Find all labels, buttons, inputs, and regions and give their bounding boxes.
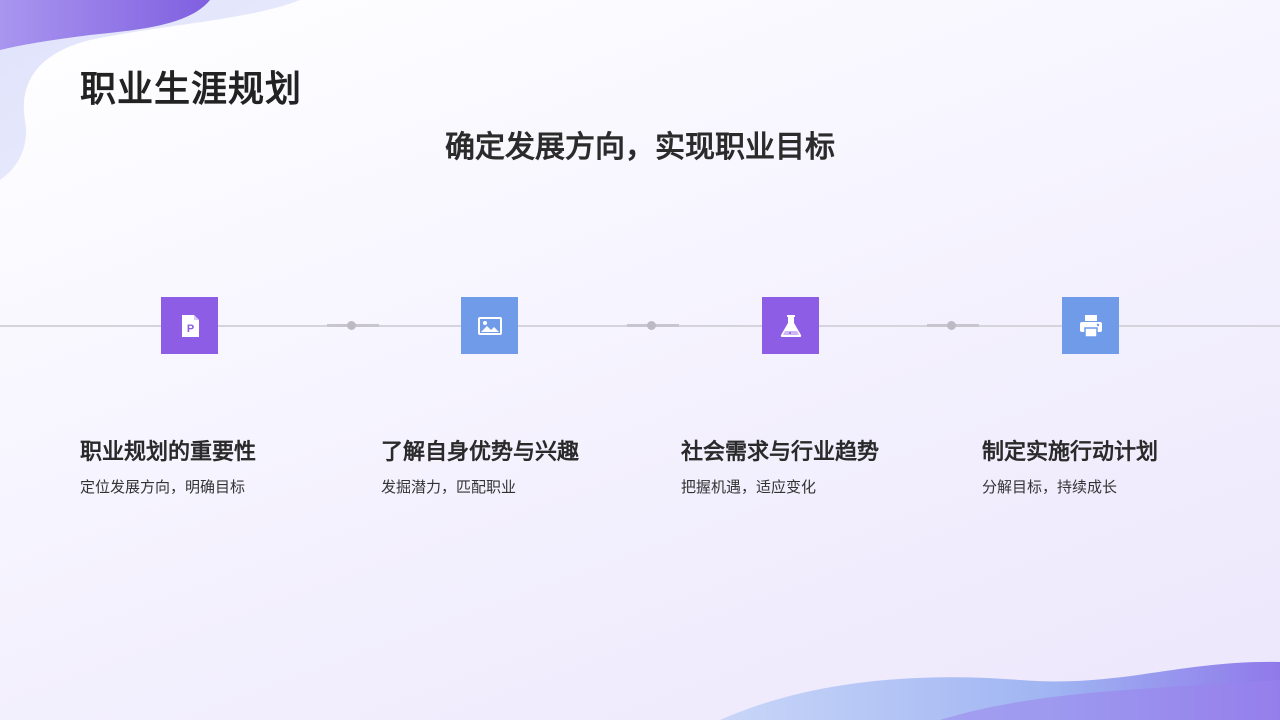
step-2-title: 了解自身优势与兴趣 xyxy=(381,440,580,465)
timeline-connector xyxy=(627,321,679,330)
step-1-icon-box: P xyxy=(161,297,218,354)
printer-icon xyxy=(1079,314,1102,338)
step-3-description: 把握机遇，适应变化 xyxy=(681,478,817,496)
step-1-description: 定位发展方向，明确目标 xyxy=(80,478,246,496)
step-2-description: 发掘潜力，匹配职业 xyxy=(381,478,517,496)
step-4-description: 分解目标，持续成长 xyxy=(982,478,1118,496)
timeline-dot xyxy=(347,321,356,330)
timeline-connector xyxy=(327,321,379,330)
timeline-connector xyxy=(927,321,979,330)
svg-text:P: P xyxy=(186,323,193,335)
step-4-title: 制定实施行动计划 xyxy=(982,440,1159,465)
step-2-icon-box xyxy=(461,297,518,354)
page-subtitle: 确定发展方向，实现职业目标 xyxy=(445,130,835,165)
page-title: 职业生涯规划 xyxy=(80,69,303,110)
step-4-icon-box xyxy=(1062,297,1119,354)
image-icon xyxy=(477,316,502,335)
step-3-icon-box xyxy=(762,297,819,354)
step-1-title: 职业规划的重要性 xyxy=(80,440,257,465)
timeline-dot xyxy=(947,321,956,330)
timeline-dot xyxy=(647,321,656,330)
step-3-title: 社会需求与行业趋势 xyxy=(681,440,880,465)
document-p-icon: P xyxy=(181,314,199,337)
bottom-right-wave-decoration xyxy=(720,661,1280,720)
flask-icon xyxy=(780,314,801,337)
